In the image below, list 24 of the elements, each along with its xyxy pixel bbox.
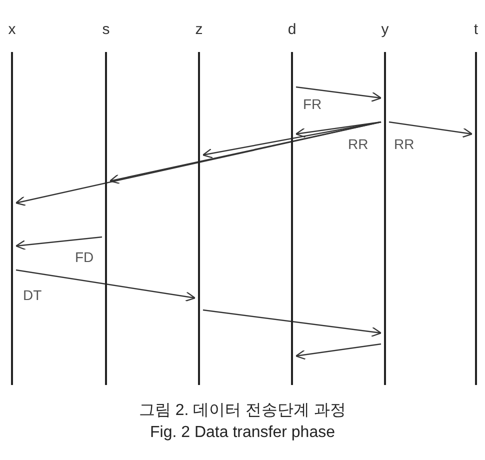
edge-label: FD — [74, 249, 95, 265]
edge-label: DT — [22, 287, 43, 303]
message-arrow — [295, 343, 382, 360]
message-arrow — [15, 121, 382, 206]
message-arrow — [296, 86, 382, 102]
participant-label: x — [8, 22, 16, 38]
participant-label: s — [102, 22, 110, 38]
caption: 그림 2. 데이터 전송단계 과정 — [138, 401, 346, 421]
participant-label: t — [474, 22, 478, 38]
message-arrow — [15, 236, 102, 250]
participant-label: y — [381, 22, 389, 38]
message-arrow — [388, 121, 473, 138]
participant-label: d — [288, 22, 296, 38]
message-arrow — [202, 121, 382, 158]
message-arrow — [295, 121, 382, 138]
message-arrow — [202, 309, 382, 337]
participant-label: z — [195, 22, 203, 38]
lifeline — [472, 22, 480, 385]
edge-label: FR — [302, 96, 323, 112]
caption: Fig. 2 Data transfer phase — [150, 423, 335, 443]
edge-label: RR — [347, 136, 370, 152]
message-arrow — [16, 269, 196, 302]
edge-label: RR — [393, 136, 416, 152]
lifeline — [288, 22, 296, 385]
